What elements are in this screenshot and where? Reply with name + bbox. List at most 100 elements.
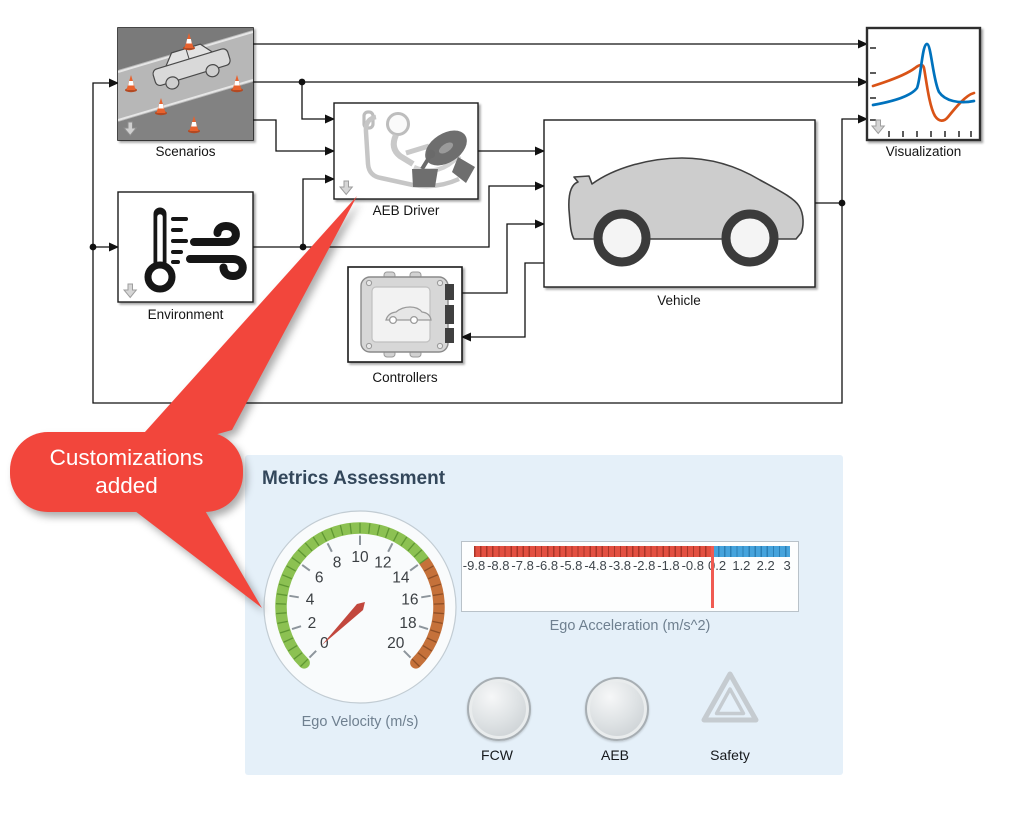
- gauge-minor-tick: [430, 583, 442, 588]
- visualization-label: Visualization: [886, 144, 962, 159]
- gauge-minor-tick: [368, 523, 371, 534]
- gauge-minor-tick: [286, 565, 296, 572]
- gauge-major-tick: [301, 564, 311, 572]
- gauge-major-tick: [291, 625, 302, 631]
- gear-shifter-art: [412, 169, 438, 187]
- gauge-major-tick: [409, 564, 419, 572]
- callout-line2: added: [95, 473, 158, 498]
- safety-label: Safety: [710, 747, 750, 763]
- callout-line1: Customizations: [49, 444, 204, 470]
- block-vehicle[interactable]: [543, 119, 816, 288]
- controllers-label: Controllers: [372, 370, 438, 385]
- gauge-tick-label: 6: [315, 570, 324, 587]
- gauge-minor-tick: [293, 652, 303, 660]
- vehicle-label: Vehicle: [657, 293, 701, 308]
- gauge-minor-tick: [407, 542, 416, 552]
- gauge-tick-label: 0: [320, 635, 329, 652]
- fcw-lamp[interactable]: [467, 677, 531, 741]
- block-controllers[interactable]: [347, 266, 463, 363]
- gauge-minor-tick: [411, 658, 420, 667]
- gauge-minor-tick: [312, 536, 320, 546]
- steering-wheel-icon: [425, 130, 467, 166]
- gauge-minor-tick: [276, 593, 288, 597]
- wire-junctions: [89, 78, 846, 251]
- wire-controllers-to-vehicle[interactable]: [462, 219, 545, 294]
- gauge-minor-tick: [426, 637, 437, 643]
- acceleration-needle: [710, 546, 714, 608]
- gauge-minor-tick: [297, 549, 307, 558]
- acceleration-tick-label: -5.8: [560, 558, 583, 573]
- acceleration-tick-label: -8.8: [487, 558, 510, 573]
- block-aeb-driver[interactable]: [333, 102, 479, 200]
- gauge-tick-label: 18: [399, 615, 416, 632]
- driver-seat-art: [362, 110, 475, 189]
- acceleration-tick-label: -3.8: [608, 558, 632, 573]
- aeb-driver-label: AEB Driver: [373, 203, 440, 218]
- acceleration-tick-label: -6.8: [535, 558, 559, 573]
- callout-annotation: [10, 196, 357, 608]
- gauge-major-tick: [289, 594, 299, 599]
- gauge-minor-tick: [422, 645, 433, 652]
- acceleration-tick-label: 1.2: [732, 558, 751, 573]
- panel-title: Metrics Assessment: [262, 468, 446, 489]
- scenarios-road-art: [118, 28, 253, 140]
- acceleration-tick-label: 3: [783, 558, 791, 573]
- gauge-minor-tick: [432, 593, 444, 597]
- wire-vehicle-to-visualization[interactable]: [841, 114, 868, 203]
- acceleration-tick-label: -7.8: [511, 558, 534, 573]
- viz-curve-orange: [871, 63, 976, 122]
- junction-dot: [299, 243, 307, 251]
- wire-feedback-to-scenarios[interactable]: [92, 78, 843, 404]
- gauge-tick-label: 16: [401, 592, 418, 609]
- aeb-lamp-label: AEB: [600, 747, 629, 763]
- gauge-minor-tick: [349, 523, 352, 534]
- gauge-needle: [321, 602, 365, 646]
- gauge-minor-tick: [433, 612, 444, 615]
- thermometer-icon: [144, 207, 188, 293]
- wire-environment-to-aebdriver[interactable]: [302, 174, 335, 247]
- block-scenarios[interactable]: [117, 27, 254, 141]
- callout-bubble: [10, 432, 243, 512]
- aeb-lamp[interactable]: [585, 677, 649, 741]
- gauge-minor-tick: [430, 629, 441, 634]
- gauge-major-tick: [326, 542, 333, 553]
- gauge-minor-tick: [384, 527, 390, 538]
- environment-label: Environment: [148, 307, 224, 322]
- ecu-art: [360, 271, 454, 358]
- gauge-minor-tick: [278, 583, 290, 588]
- gauge-minor-tick: [279, 629, 290, 634]
- acceleration-scale-strip: [474, 546, 790, 557]
- ego-acceleration-gauge[interactable]: -9.8-8.8-7.8-6.8-5.8-4.8-3.8-2.8-1.8-0.8…: [461, 541, 799, 612]
- wire-environment-to-vehicle[interactable]: [253, 181, 545, 248]
- gauge-minor-tick: [330, 527, 336, 538]
- gauge-minor-tick: [339, 525, 344, 536]
- gauge-minor-tick: [304, 542, 313, 552]
- acceleration-tick-label: -4.8: [584, 558, 607, 573]
- gauge-minor-tick: [276, 612, 287, 615]
- gauge-minor-tick: [300, 658, 309, 667]
- callout-tail-to-aeb-driver: [118, 196, 357, 462]
- acceleration-tick-label: 2.2: [756, 558, 775, 573]
- wind-icon: [186, 221, 247, 281]
- gauge-minor-tick: [427, 574, 438, 580]
- block-environment[interactable]: [117, 191, 254, 303]
- gauge-tick-label: 10: [351, 549, 369, 566]
- gauge-major-tick: [421, 594, 431, 599]
- gauge-minor-tick: [277, 620, 288, 625]
- gauge-minor-tick: [282, 574, 293, 580]
- gauge-minor-tick: [417, 652, 427, 660]
- gauge-minor-tick: [283, 637, 294, 643]
- ego-velocity-label: Ego Velocity (m/s): [301, 714, 419, 730]
- gauge-minor-tick: [419, 557, 429, 565]
- gauge-tick-label: 8: [333, 554, 342, 571]
- gauge-minor-tick: [321, 531, 328, 542]
- callout-text: Customizations added: [10, 432, 243, 512]
- wire-scenarios-to-aebdriver-2[interactable]: [253, 119, 335, 156]
- wire-vehicle-to-controllers[interactable]: [461, 262, 544, 342]
- pedal-art: [452, 157, 475, 183]
- wire-scenarios-to-aebdriver-1[interactable]: [301, 82, 335, 124]
- block-visualization[interactable]: [865, 26, 982, 142]
- car-silhouette-art: [568, 157, 804, 267]
